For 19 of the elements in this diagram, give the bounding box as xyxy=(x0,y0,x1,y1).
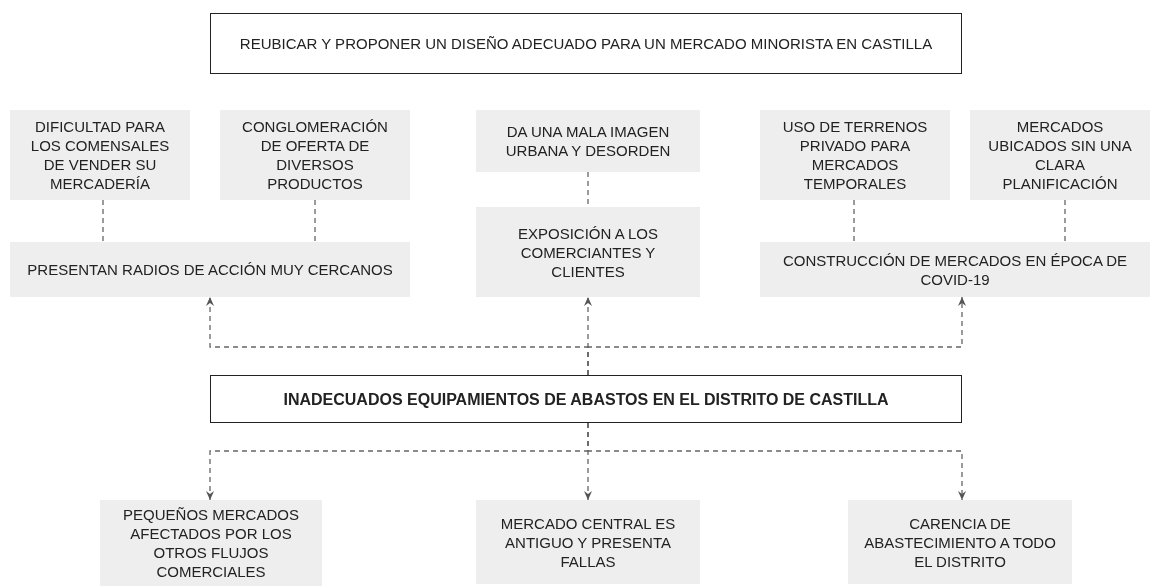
cause-box: MERCADOS UBICADOS SIN UNA CLARA PLANIFICACIÓN xyxy=(970,110,1150,200)
connector-line xyxy=(1064,199,1066,243)
effect-box: PEQUEÑOS MERCADOS AFECTADOS POR LOS OTROS FLUJOS COMERCIALES xyxy=(100,500,322,586)
cause-box: PRESENTAN RADIOS DE ACCIÓN MUY CERCANOS xyxy=(10,242,410,297)
effect-box: MERCADO CENTRAL ES ANTIGUO Y PRESENTA FALLAS xyxy=(476,500,700,584)
objective-box: REUBICAR Y PROPONER UN DISEÑO ADECUADO PARA UN MERCADO MINORISTA EN CASTILLA xyxy=(210,13,962,74)
connector-line xyxy=(314,199,316,243)
cause-box: CONGLOMERACIÓN DE OFERTA DE DIVERSOS PRODUCTOS xyxy=(220,110,410,200)
cause-box: DA UNA MALA IMAGEN URBANA Y DESORDEN xyxy=(476,110,700,172)
arrow xyxy=(587,296,966,376)
connector-line xyxy=(102,199,104,243)
cause-box: EXPOSICIÓN A LOS COMERCIANTES Y CLIENTES xyxy=(476,207,700,297)
problem-box: INADECUADOS EQUIPAMIENTOS DE ABASTOS EN EL DISTRITO DE CASTILLA xyxy=(210,375,962,423)
cause-box: USO DE TERRENOS PRIVADO PARA MERCADOS TEMPORALES xyxy=(760,110,950,200)
arrow xyxy=(587,422,966,501)
cause-box: DIFICULTAD PARA LOS COMENSALES DE VENDER SU MERCADERÍA xyxy=(10,110,190,200)
connector-line xyxy=(853,199,855,243)
cause-box: CONSTRUCCIÓN DE MERCADOS EN ÉPOCA DE COVID-19 xyxy=(760,242,1150,297)
effect-box: CARENCIA DE ABASTECIMIENTO A TODO EL DISTRITO xyxy=(848,500,1072,584)
